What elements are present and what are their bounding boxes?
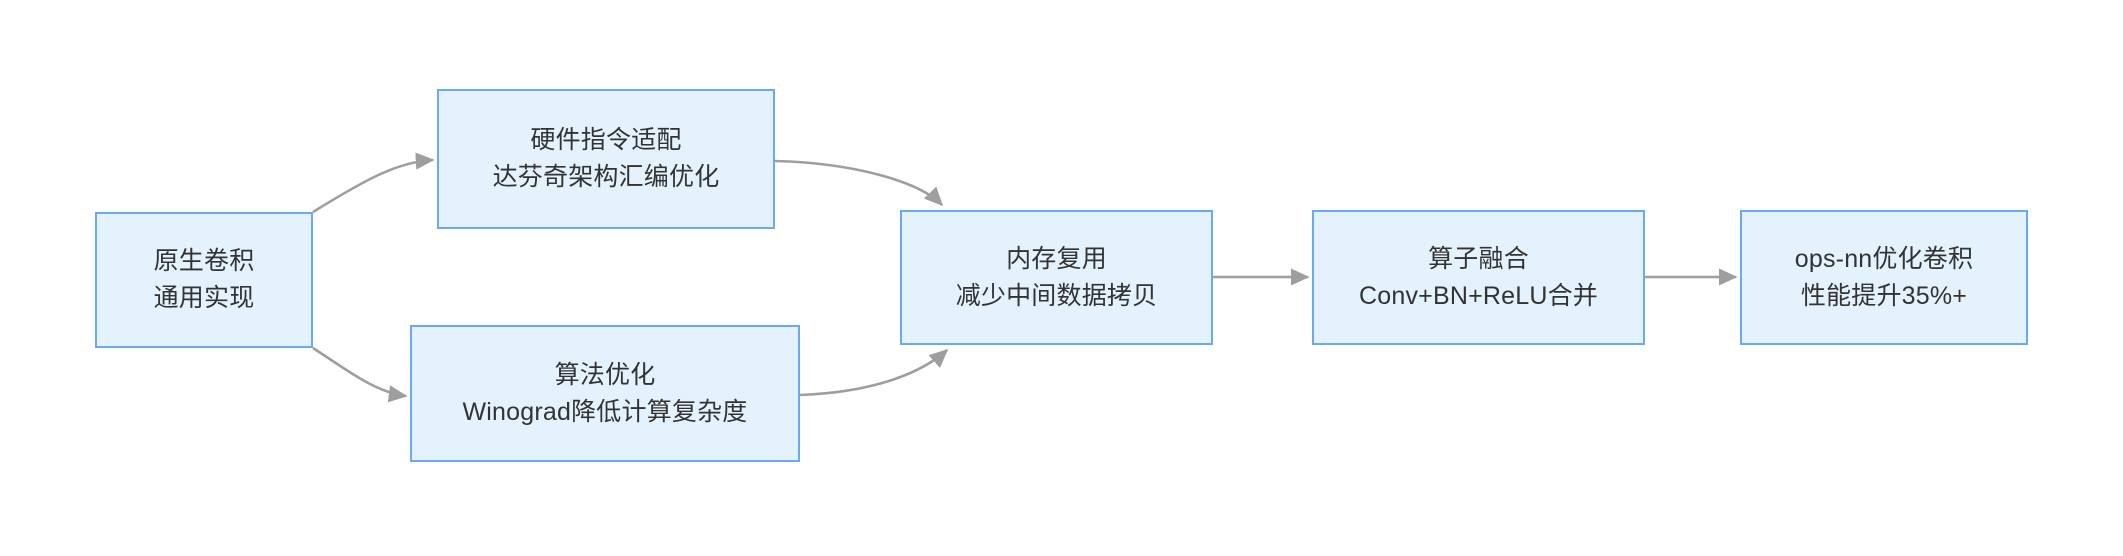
node-ops-nn-result-line1: ops-nn优化卷积 (1794, 244, 1974, 273)
node-hardware-instruction-line1: 硬件指令适配 (530, 126, 682, 154)
node-memory-reuse-line1: 内存复用 (1006, 244, 1107, 273)
node-hardware-instruction-line2: 达芬奇架构汇编优化 (492, 163, 720, 191)
node-algorithm-optimization-line2: Winograd降低计算复杂度 (462, 397, 748, 426)
node-native-conv-line2: 通用实现 (153, 284, 255, 312)
node-memory-reuse[interactable]: 内存复用 减少中间数据拷贝 (900, 210, 1213, 345)
node-operator-fusion-line2: Conv+BN+ReLU合并 (1358, 281, 1598, 310)
node-hardware-instruction[interactable]: 硬件指令适配 达芬奇架构汇编优化 (437, 89, 775, 229)
edge-algorithm-to-memory (799, 348, 949, 397)
node-ops-nn-result[interactable]: ops-nn优化卷积 性能提升35%+ (1740, 210, 2028, 345)
node-algorithm-optimization-line1: 算法优化 (554, 360, 656, 389)
node-operator-fusion-line1: 算子融合 (1428, 244, 1529, 273)
edge-hardware-to-memory (774, 159, 944, 207)
node-memory-reuse-line2: 减少中间数据拷贝 (955, 281, 1158, 310)
node-algorithm-optimization[interactable]: 算法优化 Winograd降低计算复杂度 (410, 325, 800, 462)
node-operator-fusion[interactable]: 算子融合 Conv+BN+ReLU合并 (1312, 210, 1645, 345)
edge-native-to-hardware (312, 152, 435, 214)
edge-native-to-algorithm (312, 346, 408, 403)
node-native-conv-line1: 原生卷积 (153, 247, 255, 275)
node-ops-nn-result-line2: 性能提升35%+ (1800, 281, 1968, 310)
node-native-conv[interactable]: 原生卷积 通用实现 (95, 212, 313, 348)
